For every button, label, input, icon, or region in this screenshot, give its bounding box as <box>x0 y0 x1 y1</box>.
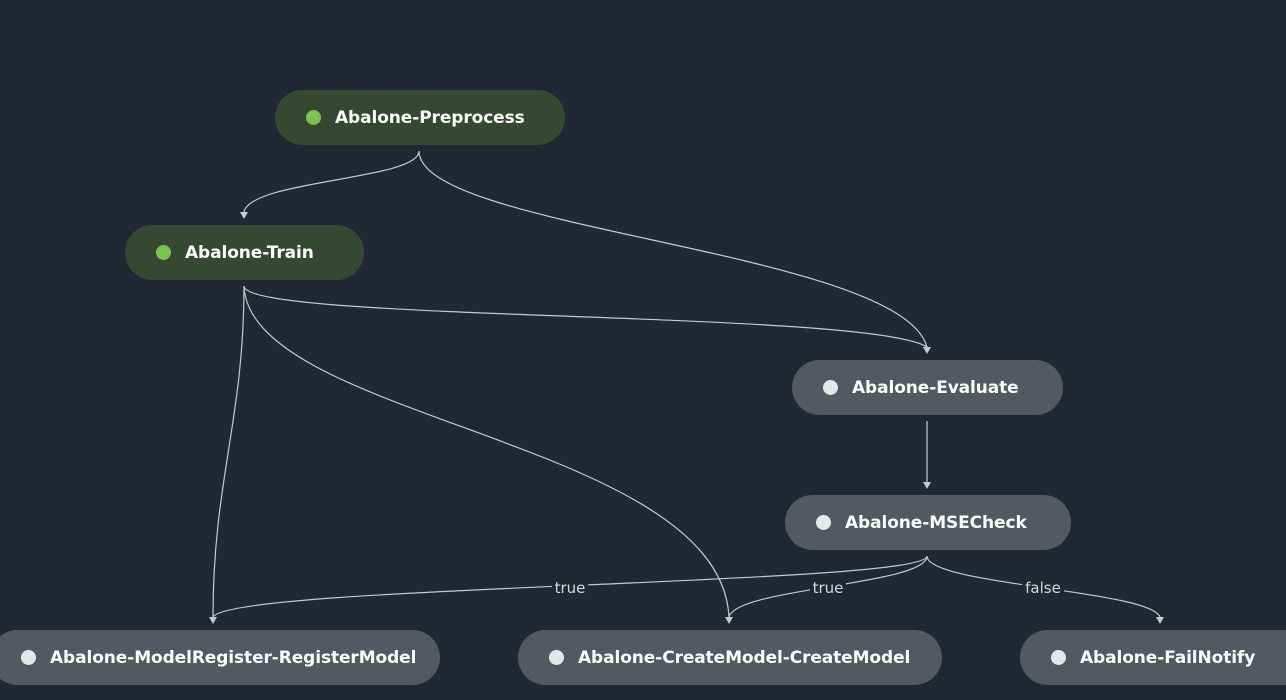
status-pending-icon <box>1051 650 1066 665</box>
node-abalone-createmodel-createmodel[interactable]: Abalone-CreateModel-CreateModel <box>518 630 942 685</box>
node-abalone-failnotify[interactable]: Abalone-FailNotify <box>1020 630 1286 685</box>
node-label: Abalone-Train <box>185 242 314 263</box>
edge-label-false-failnotify: false <box>1025 579 1061 597</box>
edge-label-true-createmodel: true <box>813 579 844 597</box>
arrowhead-train <box>240 212 248 219</box>
arrowhead-msecheck <box>923 482 931 489</box>
arrowhead-failnotify <box>1156 617 1164 624</box>
node-abalone-train[interactable]: Abalone-Train <box>125 225 364 280</box>
edge-train-evaluate <box>243 285 928 348</box>
status-succeeded-icon <box>156 245 171 260</box>
node-label: Abalone-Evaluate <box>852 377 1019 398</box>
arrowhead-evaluate-a <box>923 347 931 354</box>
node-label: Abalone-CreateModel-CreateModel <box>578 647 911 668</box>
node-label: Abalone-MSECheck <box>845 512 1027 533</box>
node-abalone-msecheck[interactable]: Abalone-MSECheck <box>785 495 1071 550</box>
node-abalone-modelregister-registermodel[interactable]: Abalone-ModelRegister-RegisterModel <box>0 630 440 685</box>
status-pending-icon <box>549 650 564 665</box>
status-succeeded-icon <box>306 110 321 125</box>
status-pending-icon <box>823 380 838 395</box>
edge-preprocess-train <box>243 150 420 213</box>
arrowhead-createmodel <box>725 617 733 624</box>
node-label: Abalone-ModelRegister-RegisterModel <box>50 647 417 668</box>
node-label: Abalone-FailNotify <box>1080 647 1256 668</box>
node-abalone-preprocess[interactable]: Abalone-Preprocess <box>275 90 565 145</box>
node-label: Abalone-Preprocess <box>335 107 525 128</box>
edge-label-true-register: true <box>555 579 586 597</box>
edge-preprocess-evaluate <box>418 150 928 348</box>
edge-train-register <box>212 285 245 618</box>
arrowhead-register <box>209 617 217 624</box>
edge-train-createmodel <box>243 285 730 618</box>
status-pending-icon <box>21 650 36 665</box>
node-abalone-evaluate[interactable]: Abalone-Evaluate <box>792 360 1063 415</box>
status-pending-icon <box>816 515 831 530</box>
